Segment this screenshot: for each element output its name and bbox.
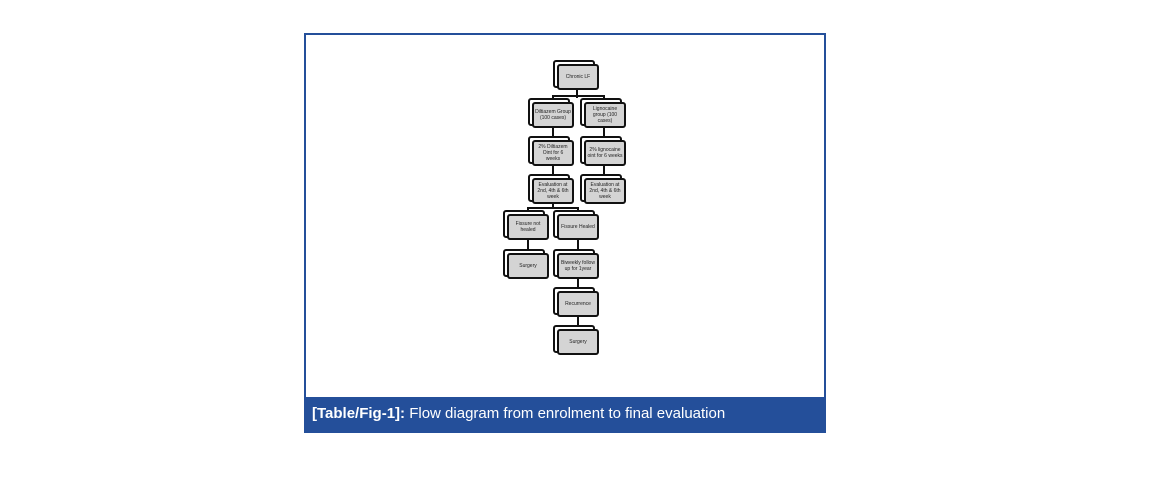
figure-caption: [Table/Fig-1]: Flow diagram from enrolme… (306, 397, 824, 431)
node-chronic-lf: Chronic LF (553, 60, 599, 90)
node-diltiazem-oint: 2% Diltiazem Oint for 6 weeks (528, 136, 574, 166)
node-lignocaine-oint: 2% lignocaine oint for 6 weeks (580, 136, 626, 166)
node-eval-right: Evaluation at 2nd, 4th & 6th week (580, 174, 626, 204)
node-surgery-left: Surgery (503, 249, 549, 279)
node-surgery-right: Surgery (553, 325, 599, 355)
caption-text: Flow diagram from enrolment to final eva… (405, 405, 726, 422)
caption-label: [Table/Fig-1]: (312, 405, 406, 422)
node-diltiazem-group: Diltiazem Group (100 cases) (528, 98, 574, 128)
node-fissure-healed: Fissure Healed (553, 210, 599, 240)
node-eval-left: Evaluation at 2nd, 4th & 6th week (528, 174, 574, 204)
node-lignocaine-group: Lignocaine group (100 cases) (580, 98, 626, 128)
node-fissure-not-healed: Fissure not healed (503, 210, 549, 240)
node-followup: Biweekly follow up for 1year (553, 249, 599, 279)
node-recurrence: Recurrence (553, 287, 599, 317)
